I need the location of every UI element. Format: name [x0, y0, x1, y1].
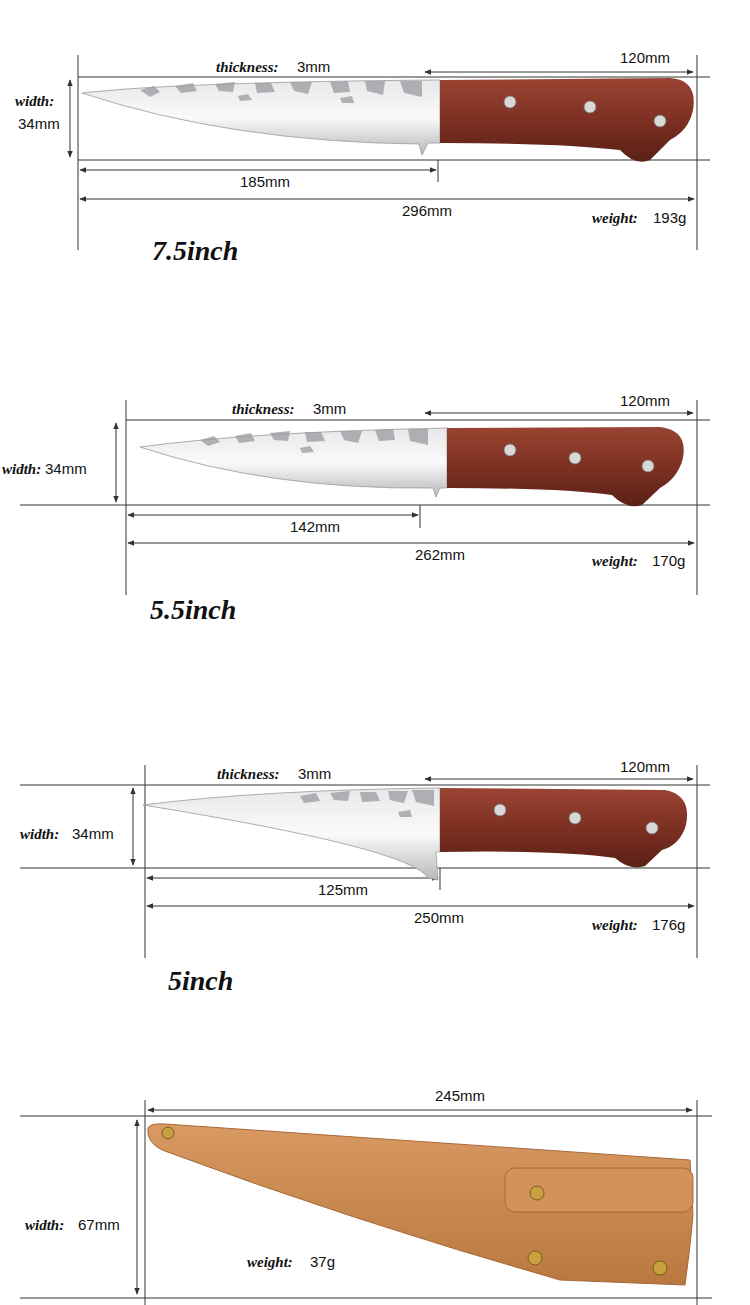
dimension: 34mm: [18, 116, 60, 133]
dimension: 3mm: [313, 401, 346, 418]
spec-label: width:: [25, 1217, 64, 1234]
dimension: 37g: [310, 1254, 335, 1271]
dimension: 262mm: [415, 547, 465, 564]
dimension: 34mm: [45, 461, 87, 478]
spec-label: width:: [15, 93, 54, 110]
spec-label: weight:: [592, 553, 638, 570]
size-title: 5inch: [168, 966, 233, 997]
dimension: 3mm: [297, 59, 330, 76]
size-title: 7.5inch: [152, 236, 238, 267]
dimension: 125mm: [318, 882, 368, 899]
dimension: 67mm: [78, 1217, 120, 1234]
spec-label: width:: [2, 461, 41, 478]
dimension: 142mm: [290, 519, 340, 536]
spec-label: thickness:: [217, 766, 280, 783]
dimension: 170g: [652, 553, 685, 570]
dimension: 34mm: [72, 826, 114, 843]
dimension: 120mm: [620, 50, 670, 67]
dimension: 120mm: [620, 759, 670, 776]
dimension: 296mm: [402, 203, 452, 220]
spec-label: thickness:: [232, 401, 295, 418]
size-title: 5.5inch: [150, 595, 236, 626]
spec-label: thickness:: [216, 59, 279, 76]
dimension: 120mm: [620, 393, 670, 410]
spec-label: weight:: [592, 210, 638, 227]
dimension: 176g: [652, 917, 685, 934]
spec-label: width:: [20, 826, 59, 843]
dimension: 245mm: [435, 1088, 485, 1105]
dimension: 3mm: [298, 766, 331, 783]
dimension: 185mm: [240, 174, 290, 191]
spec-label: weight:: [592, 917, 638, 934]
dimension: 250mm: [414, 910, 464, 927]
spec-label: weight:: [247, 1254, 293, 1271]
dimension: 193g: [653, 210, 686, 227]
